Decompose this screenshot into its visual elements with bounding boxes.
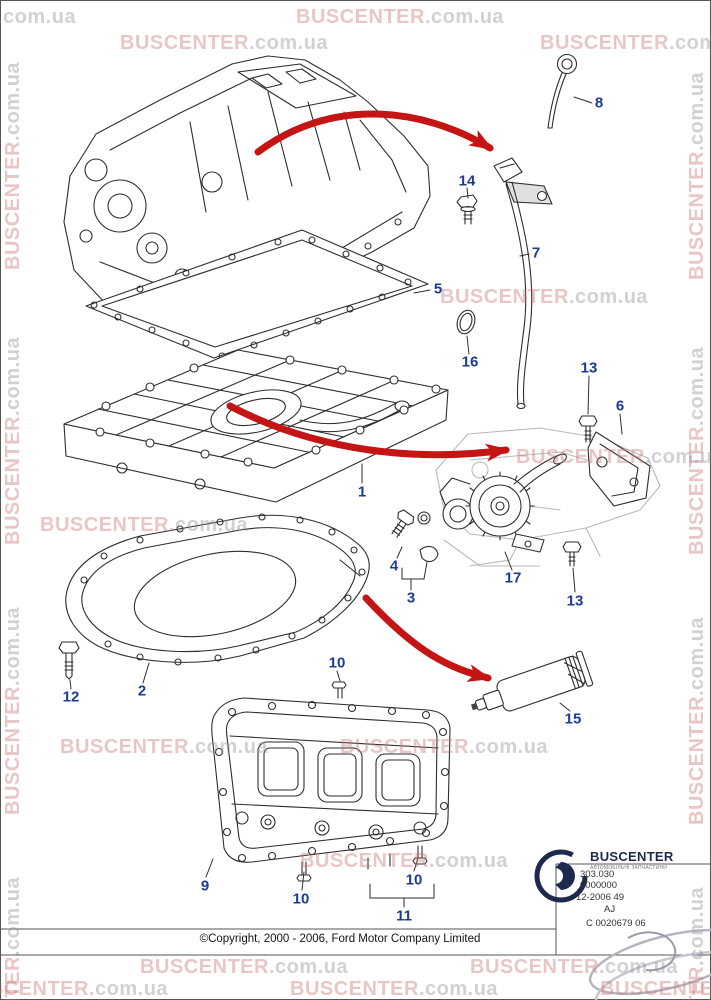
- dipstick-tube-drawing: [493, 157, 553, 410]
- clip-3-drawing: [419, 545, 439, 563]
- buscenter-logo-icon: [534, 849, 588, 903]
- bolt-4-drawing: [391, 509, 431, 538]
- stamp-part-code: 0000000: [580, 880, 617, 891]
- o-ring-16-drawing: [456, 309, 476, 335]
- bolt-13-bottom-drawing: [562, 541, 582, 567]
- arrow-to-dipstick-tube: [254, 110, 494, 156]
- stamp-doc-code: C 0020679 06: [586, 918, 646, 929]
- leader-lines: [69, 96, 623, 908]
- upper-oil-pan-drawing: [63, 349, 449, 503]
- oil-pump-drawing: [439, 453, 567, 553]
- stamp-section-code: 303.030: [580, 869, 615, 880]
- catalog-stamp: BUSCENTER АВТОМОБІЛЬНІ ЗАПЧАСТИНИ 303.03…: [556, 840, 711, 958]
- bolt-12-drawing: [58, 641, 80, 680]
- frame-bolts-10-drawing: [296, 681, 428, 882]
- copyright-notice: ©Copyright, 2000 - 2006, Ford Motor Comp…: [199, 933, 481, 945]
- arrow-to-sealant: [362, 594, 492, 682]
- buscenter-subtitle-text: АВТОМОБІЛЬНІ ЗАПЧАСТИНИ: [590, 865, 668, 871]
- bolt-13-top-drawing: [578, 415, 598, 443]
- corner-swirl-decoration: [588, 928, 711, 1000]
- stamp-date-code: 12-2006 49: [576, 892, 625, 903]
- bolt-14-drawing: [456, 194, 478, 225]
- buscenter-brand-text: BUSCENTER: [590, 849, 674, 864]
- lower-oil-pan-drawing: [65, 513, 370, 666]
- sealant-tube-drawing: [470, 650, 594, 712]
- ladder-frame-drawing: [211, 697, 451, 863]
- bracket-6-drawing: [587, 431, 651, 507]
- arrow-to-oil-pump: [226, 402, 510, 462]
- sump-gasket-drawing: [85, 229, 429, 360]
- dipstick-drawing: [547, 53, 578, 129]
- stamp-sheet-code: AJ: [604, 904, 616, 915]
- red-arrows: [226, 110, 510, 682]
